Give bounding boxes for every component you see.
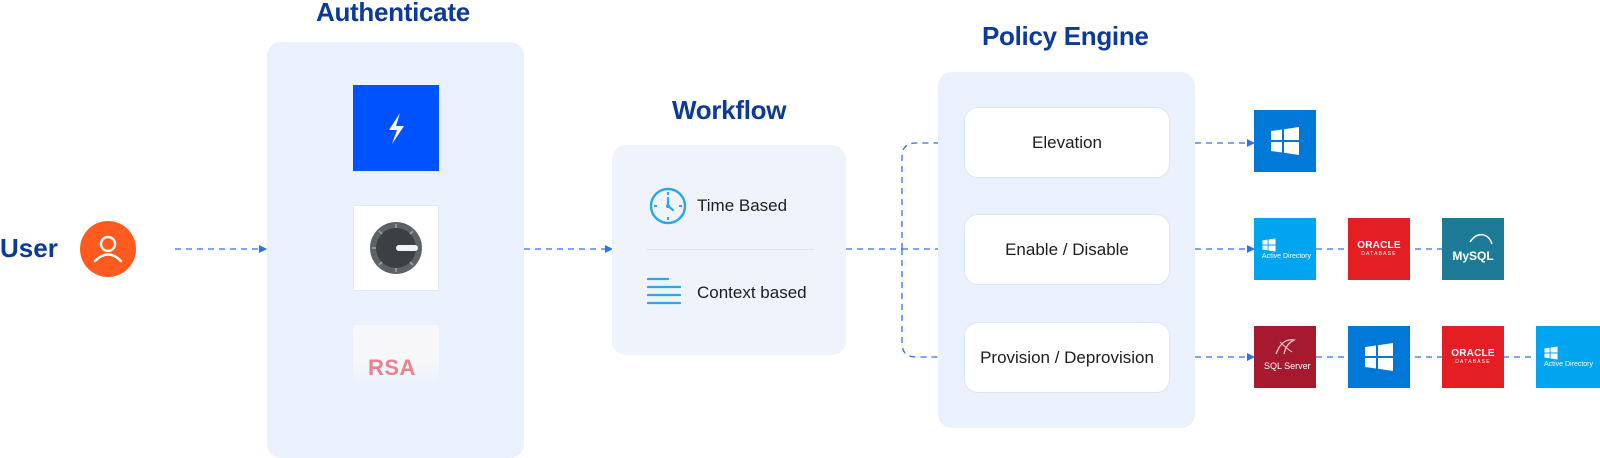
sql-server-label: SQL Server — [1264, 361, 1311, 371]
oracle-database-label: DATABASE — [1361, 251, 1397, 257]
user-avatar-icon — [80, 221, 136, 277]
oracle-label-2: ORACLE — [1451, 348, 1495, 359]
workflow-panel — [612, 145, 846, 355]
workflow-item-context-based: Context based — [697, 283, 807, 302]
workflow-title: Workflow — [672, 95, 787, 125]
active-directory-label: Active Directory — [1262, 253, 1312, 260]
rsa-logo-text: RSA — [368, 355, 416, 380]
oracle-label: ORACLE — [1357, 240, 1401, 251]
windows-logo-icon-2 — [1348, 326, 1410, 388]
workflow-divider — [646, 249, 814, 250]
google-authenticator-icon — [353, 205, 439, 291]
policy-item-provision-deprovision: Provision / Deprovision — [964, 322, 1170, 393]
rsa-logo: RSA — [353, 325, 439, 385]
authenticate-title: Authenticate — [316, 0, 470, 27]
sql-server-logo: SQL Server — [1254, 326, 1316, 388]
policy-item-enable-disable: Enable / Disable — [964, 214, 1170, 285]
mysql-logo: MySQL — [1442, 218, 1504, 280]
policy-branch-up — [901, 139, 963, 249]
windows-logo-icon — [1254, 110, 1316, 172]
policy-engine-title: Policy Engine — [982, 21, 1149, 51]
oracle-database-label-2: DATABASE — [1455, 359, 1491, 365]
policy-item-elevation: Elevation — [964, 107, 1170, 178]
user-label: User — [0, 233, 58, 263]
oracle-database-logo-2: ORACLE DATABASE — [1442, 326, 1504, 388]
workflow-item-time-based: Time Based — [697, 196, 788, 215]
active-directory-logo-2: Active Directory — [1536, 326, 1600, 388]
lines-icon — [646, 276, 684, 308]
active-directory-label-2: Active Directory — [1544, 361, 1594, 368]
oracle-database-logo: ORACLE DATABASE — [1348, 218, 1410, 280]
active-directory-logo: Active Directory — [1254, 218, 1316, 280]
clock-icon — [646, 184, 690, 228]
lightning-authenticator-icon — [353, 85, 439, 171]
mysql-label: MySQL — [1452, 248, 1494, 263]
